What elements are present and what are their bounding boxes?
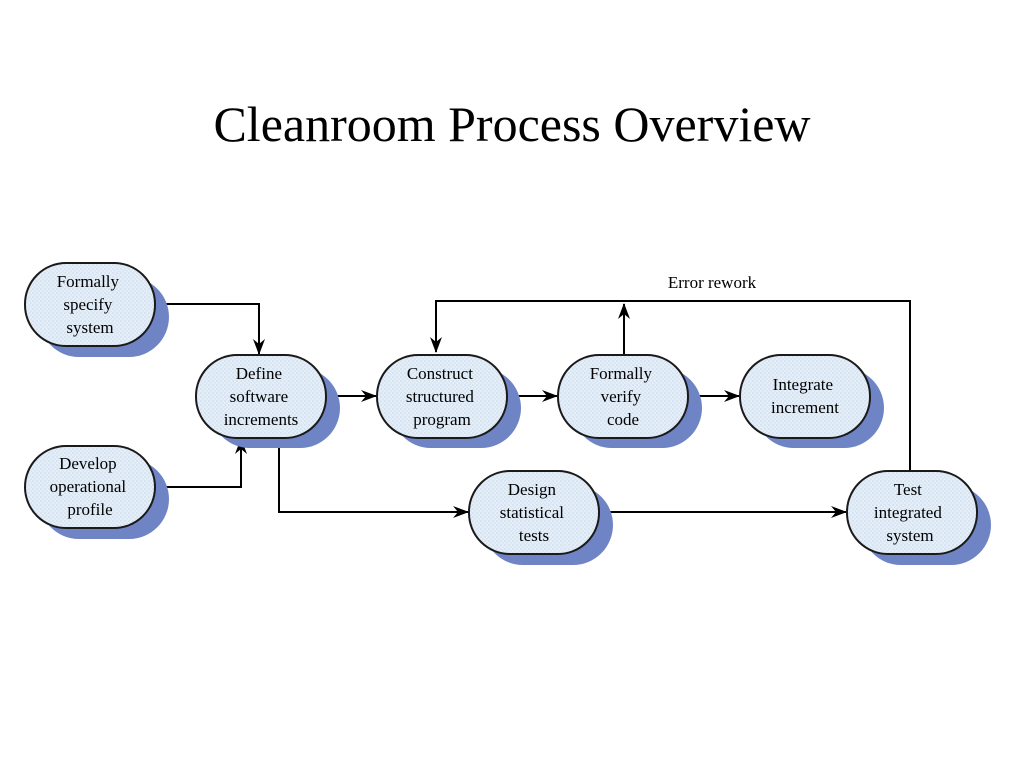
svg-text:Define software: Define software increments (224, 364, 299, 429)
node-construct-structured-program: Construct structured program (376, 354, 521, 448)
node-shape (557, 354, 689, 439)
node-shape (846, 470, 978, 555)
node-label-line: structured (406, 387, 474, 406)
node-design-statistical-tests: Design statistical tests (468, 470, 613, 565)
node-label-line: Formally (57, 272, 120, 291)
node-shape (468, 470, 600, 555)
edge-specify-to-define (155, 303, 265, 355)
node-label-line: operational (50, 477, 127, 496)
node-label-line: Test (894, 480, 922, 499)
svg-text:Integrate increment: Integrate increment (771, 375, 839, 417)
node-test-integrated-system: Test integrated system (846, 470, 991, 565)
node-label-line: Integrate (773, 375, 833, 394)
error-rework-label: Error rework (668, 273, 757, 292)
node-label-line: Design (508, 480, 557, 499)
node-label-line: statistical (500, 503, 564, 522)
node-define-software-increments: Define software increments (195, 354, 340, 448)
svg-text:Formally specify: Formally specify system (57, 272, 124, 337)
node-label-line: specify (63, 295, 113, 314)
node-shape (24, 262, 156, 347)
edge-profile-to-define (155, 438, 247, 488)
node-shape (24, 445, 156, 529)
node-label-line: integrated (874, 503, 942, 522)
node-label-line: system (886, 526, 933, 545)
node-label-line: increments (224, 410, 299, 429)
node-label-line: increment (771, 398, 839, 417)
node-label-line: Define (236, 364, 282, 383)
svg-text:Formally verify: Formally verify code (590, 364, 657, 429)
node-integrate-increment: Integrate increment (739, 354, 884, 448)
node-label-line: verify (601, 387, 642, 406)
svg-text:Construct structured: Construct structured program (406, 364, 478, 429)
node-label-line: Formally (590, 364, 653, 383)
slide-title: Cleanroom Process Overview (213, 96, 811, 152)
svg-text:Test integrated: Test integrated system (874, 480, 946, 545)
edge-define-to-design-tests (278, 439, 469, 518)
node-label-line: Construct (407, 364, 473, 383)
svg-text:Design statistical: Design statistical tests (500, 480, 568, 545)
node-label-line: Develop (59, 454, 117, 473)
node-shape (195, 354, 327, 439)
node-label-line: software (230, 387, 289, 406)
node-label-line: code (607, 410, 639, 429)
node-shape (739, 354, 871, 439)
node-formally-specify-system: Formally specify system (24, 262, 169, 357)
svg-text:Develop operational: Develop operational profile (50, 454, 131, 519)
node-label-line: profile (67, 500, 112, 519)
node-label-line: tests (519, 526, 549, 545)
node-formally-verify-code: Formally verify code (557, 354, 702, 448)
node-develop-operational-profile: Develop operational profile (24, 445, 169, 539)
node-label-line: program (413, 410, 471, 429)
node-label-line: system (66, 318, 113, 337)
edge-error-rework-loop (430, 300, 911, 472)
node-shape (376, 354, 508, 439)
